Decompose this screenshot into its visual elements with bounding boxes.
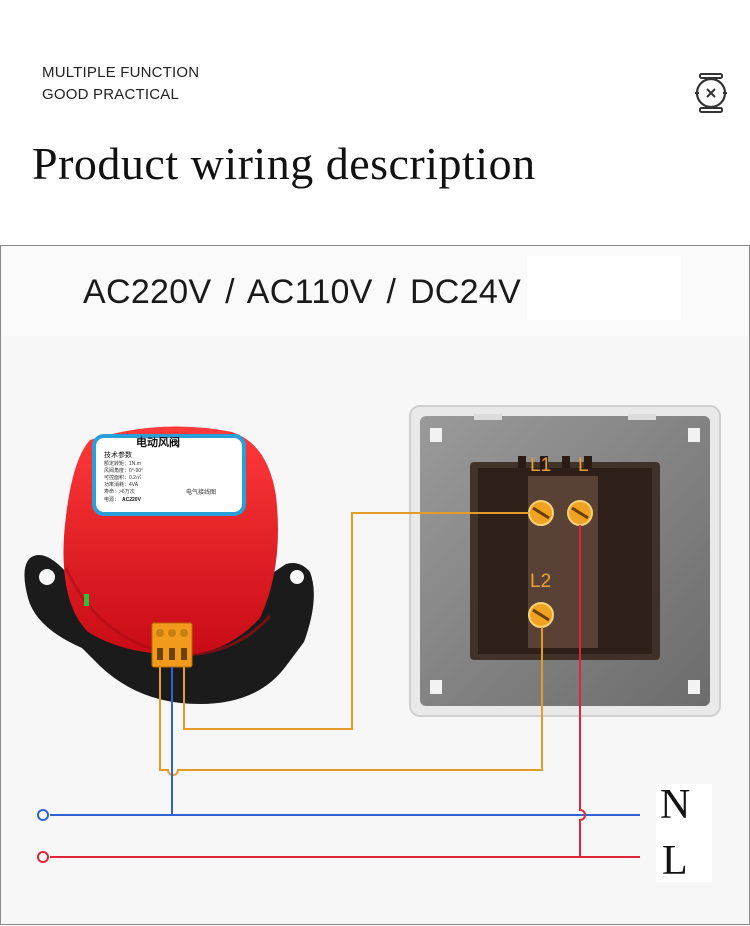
actuator-param-5: 寿命：>6万次 <box>104 489 135 495</box>
actuator-param-3: 可控面积：0.2㎡ <box>104 475 141 481</box>
terminal-label-L: L <box>578 455 589 476</box>
mount-hole-right <box>290 570 304 584</box>
terminal-label-L2: L2 <box>530 571 552 592</box>
tagline-line-1: MULTIPLE FUNCTION <box>42 64 200 81</box>
voltage-options: AC220V / AC110V / DC24V <box>83 273 522 311</box>
actuator-power-value: AC220V <box>122 497 141 503</box>
orange-wire-L1 <box>183 512 529 730</box>
actuator-wiring-heading: 电气接线图 <box>186 490 217 496</box>
terminal-L-screw <box>567 500 593 526</box>
actuator-label <box>92 434 246 516</box>
live-line-label: L <box>662 838 688 884</box>
actuator-power-label: 电源： <box>104 497 120 503</box>
wall-switch <box>409 405 721 717</box>
tagline-line-2: GOOD PRACTICAL <box>42 86 179 103</box>
actuator-param-2: 风阀角度：0°-90° <box>104 468 144 474</box>
line-label-box <box>656 784 712 882</box>
mount-hole-left <box>39 569 55 585</box>
tagline: MULTIPLE FUNCTION GOOD PRACTICAL <box>42 62 199 106</box>
damper-actuator <box>24 426 314 704</box>
terminal-L2-screw <box>528 602 554 628</box>
neutral-line-label: N <box>660 782 691 828</box>
actuator-param-4: 功率消耗：4VA <box>104 482 139 488</box>
actuator-param-1: 额定转矩：1N.m <box>104 461 141 467</box>
actuator-title: 电动风阀 <box>136 437 180 449</box>
blue-wire-neutral <box>50 667 640 816</box>
status-led <box>84 594 89 606</box>
neutral-terminal-dot <box>37 809 49 821</box>
terminal-L1-screw <box>528 500 554 526</box>
voltage-options-banner: AC220V / AC110V / DC24V <box>0 245 750 338</box>
wiring-diagram <box>24 405 721 882</box>
red-wire-live <box>50 525 640 858</box>
live-terminal-dot <box>37 851 49 863</box>
blank-patch <box>527 256 681 320</box>
actuator-params-heading: 技术参数 <box>104 452 132 459</box>
valve-logo-icon <box>695 73 727 113</box>
terminal-label-L1: L1 <box>530 455 552 476</box>
page-title: Product wiring description <box>32 138 536 189</box>
